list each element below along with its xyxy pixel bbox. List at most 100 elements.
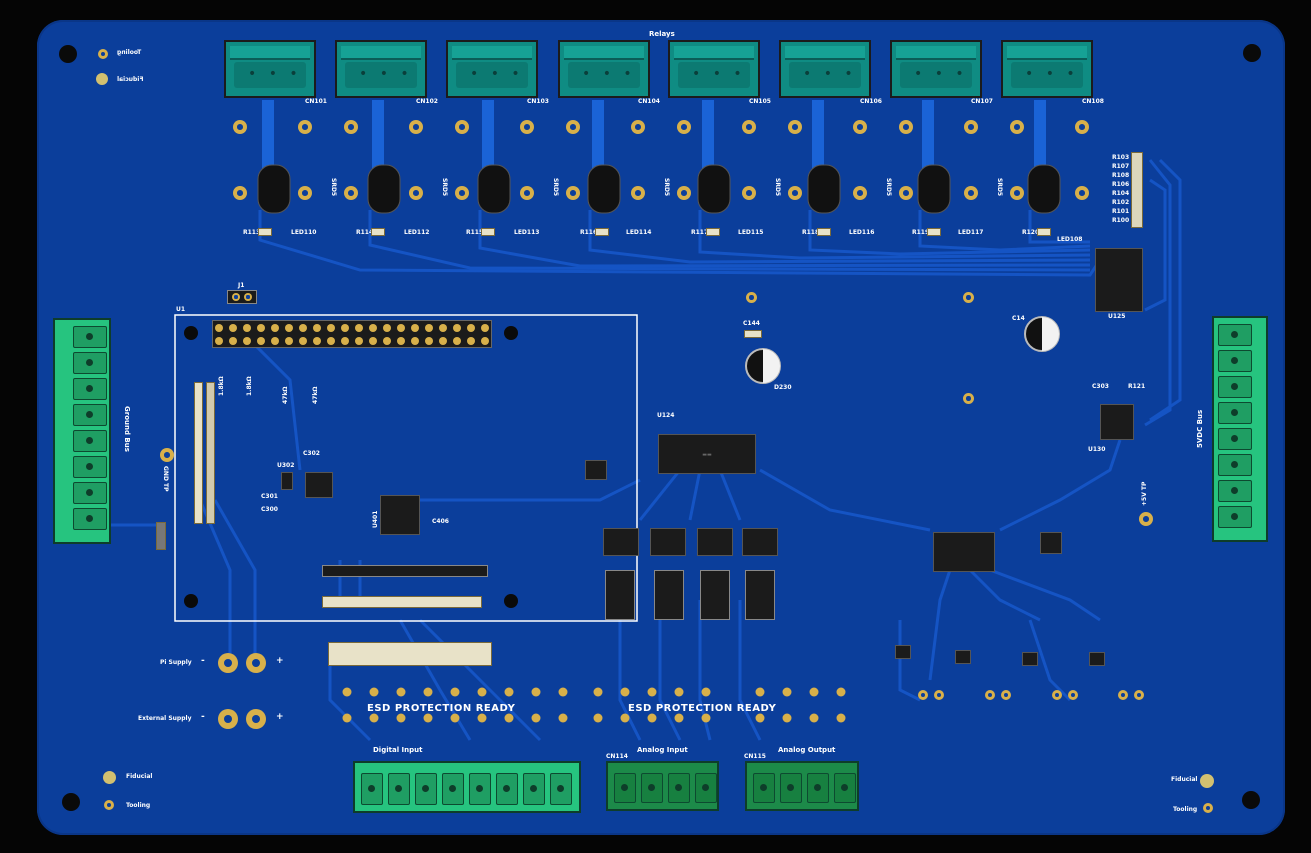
led-resistor-8: R120 <box>1022 229 1040 236</box>
via-pad <box>963 292 974 303</box>
tooling-br-label: Tooling <box>1173 806 1198 813</box>
resistor-row <box>322 596 482 608</box>
external-supply-plus: + <box>276 712 284 722</box>
mount-hole-tl <box>59 45 77 63</box>
led-5: LED115 <box>738 229 764 236</box>
ic-adc-1 <box>603 528 639 556</box>
pi-hole-1 <box>184 326 198 340</box>
c303-label: C303 <box>1092 383 1109 390</box>
relay-connector-6 <box>779 40 871 98</box>
rcol-4: R106 <box>1112 181 1130 188</box>
pi-supply-minus: - <box>201 656 205 666</box>
led-smd <box>1037 228 1051 236</box>
relay-label-1: CN101 <box>305 98 327 105</box>
ic-u302 <box>281 472 293 490</box>
led-2: LED112 <box>404 229 430 236</box>
led-6: LED116 <box>849 229 875 236</box>
rcol-3: R108 <box>1112 172 1130 179</box>
rcol-1: R103 <box>1112 154 1130 161</box>
led-smd <box>258 228 272 236</box>
u302-label: U302 <box>277 462 295 469</box>
led-smd <box>481 228 495 236</box>
relay-label-8: CN108 <box>1082 98 1104 105</box>
relay-label-7: CN107 <box>971 98 993 105</box>
digital-input-label: Digital Input <box>373 746 423 754</box>
relay-pad <box>853 186 867 200</box>
relay-pad <box>788 120 802 134</box>
ic-u124: ▬▬ <box>658 434 756 474</box>
ic-opamp <box>305 472 333 498</box>
analog-input-label: Analog Input <box>637 746 688 754</box>
gnd-tp-pad <box>160 448 174 462</box>
relay-label-5: CN105 <box>749 98 771 105</box>
relay-pad <box>1075 120 1089 134</box>
led-8: LED108 <box>1057 236 1083 243</box>
u1-label: U1 <box>176 306 186 313</box>
v5-tp-pad <box>1139 512 1153 526</box>
external-supply-label: External Supply <box>138 715 192 722</box>
cap-column <box>194 382 203 524</box>
external-supply-pad-plus <box>246 709 266 729</box>
led-resistor-2: R114 <box>356 229 374 236</box>
fiducial-bl-label: Fiducial <box>126 773 153 780</box>
relay-pad <box>788 186 802 200</box>
relay-pad <box>455 120 469 134</box>
u125-label: U125 <box>1108 313 1126 320</box>
relays-title: Relays <box>649 30 675 38</box>
ic-adc-3 <box>697 528 733 556</box>
relay-pad <box>233 186 247 200</box>
relay-pad <box>1010 186 1024 200</box>
ic-u125 <box>1095 248 1143 312</box>
relay-pad <box>964 120 978 134</box>
relay-pad <box>520 186 534 200</box>
output-pad <box>934 690 944 700</box>
relay-connector-3 <box>446 40 538 98</box>
pi-supply-plus: + <box>276 656 284 666</box>
digital-input-terminal <box>353 761 581 813</box>
pi-hole-3 <box>184 594 198 608</box>
ic-dac-4 <box>1089 652 1105 666</box>
ic-right-large <box>933 532 995 572</box>
relay-pad <box>677 120 691 134</box>
relay-pad <box>233 120 247 134</box>
ic-dac-2 <box>955 650 971 664</box>
relay-label-3: CN103 <box>527 98 549 105</box>
jumper-pin <box>244 293 252 301</box>
led-resistor-7: R119 <box>912 229 930 236</box>
ic-dac-1 <box>895 645 911 659</box>
relay-pad <box>631 186 645 200</box>
led-resistor-4: R116 <box>580 229 598 236</box>
fuse <box>156 522 166 550</box>
ic-dac-3 <box>1022 652 1038 666</box>
output-pad <box>985 690 995 700</box>
relay-pad <box>409 120 423 134</box>
relay-pad <box>964 186 978 200</box>
tooling-bl <box>104 800 114 810</box>
output-pad <box>1001 690 1011 700</box>
relay-pad <box>677 186 691 200</box>
led-3: LED113 <box>514 229 540 236</box>
cap-c144 <box>744 330 762 338</box>
resistor-row-2 <box>328 642 492 666</box>
rcol-8: R100 <box>1112 217 1130 224</box>
resistor-block <box>745 570 775 620</box>
analog-input-terminal <box>606 761 719 811</box>
tooling-tl <box>98 49 108 59</box>
r121-label: R121 <box>1128 383 1146 390</box>
via-pad <box>963 393 974 404</box>
led-4: LED114 <box>626 229 652 236</box>
rcol-2: R107 <box>1112 163 1130 170</box>
led-resistor-3: R115 <box>466 229 484 236</box>
external-supply-minus: - <box>201 712 205 722</box>
ic-small <box>585 460 607 480</box>
relay-connector-7 <box>890 40 982 98</box>
ic-adc-2 <box>650 528 686 556</box>
led-smd <box>371 228 385 236</box>
relay-pad <box>899 186 913 200</box>
relay-pad <box>853 120 867 134</box>
rcol-7: R101 <box>1112 208 1130 215</box>
relay-pad <box>344 186 358 200</box>
resistor-block <box>654 570 684 620</box>
